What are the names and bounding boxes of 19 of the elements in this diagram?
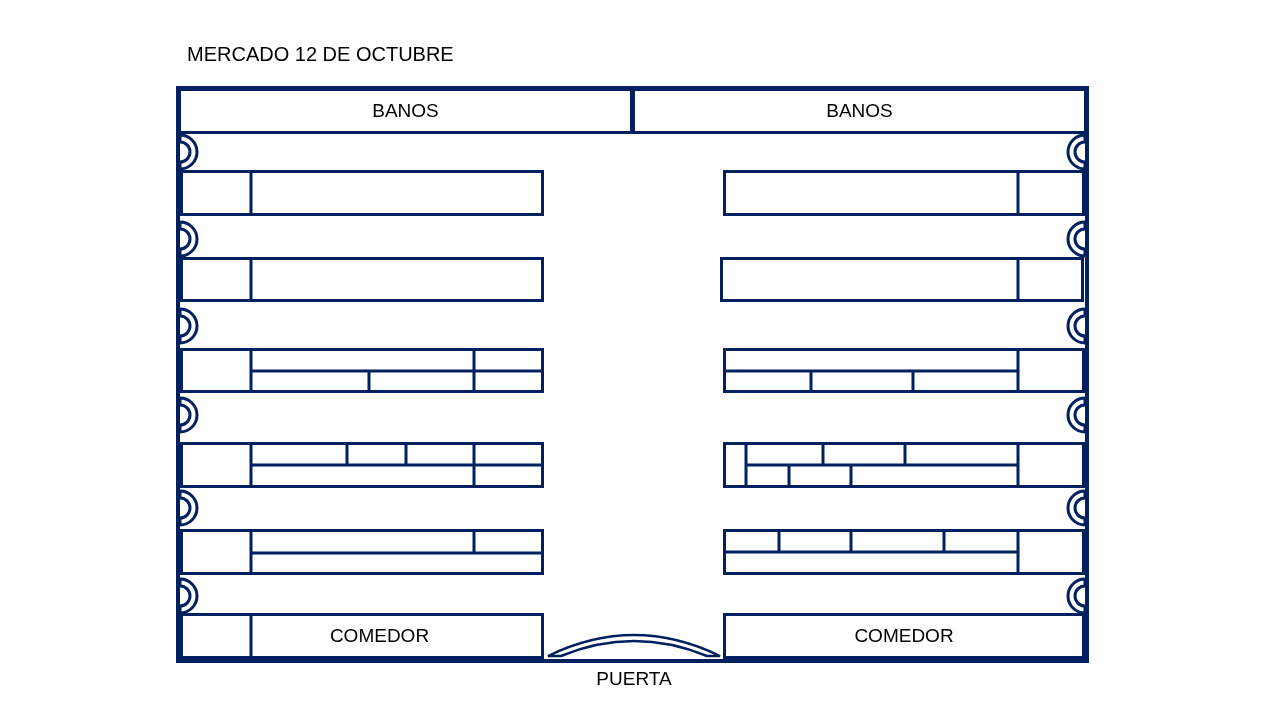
room-label: COMEDOR [328, 625, 431, 647]
room-box [180, 613, 544, 659]
title: MERCADO 12 DE OCTUBRE [187, 43, 454, 66]
market-stall-row [720, 257, 1084, 302]
room-box [632, 88, 1087, 134]
market-stall-row [180, 529, 544, 575]
market-stall-row [180, 348, 544, 393]
room-label: PUERTA [595, 668, 673, 690]
room-label: COMEDOR [853, 625, 955, 647]
room-box [178, 88, 633, 134]
room-label: BANOS [371, 100, 440, 122]
market-stall-row [180, 170, 544, 216]
market-stall-row [723, 348, 1085, 393]
market-stall-row [723, 170, 1085, 216]
market-stall-row [723, 442, 1085, 488]
market-stall-row [180, 257, 544, 302]
market-stall-row [180, 442, 544, 488]
market-stall-row [723, 529, 1085, 575]
room-label: BANOS [825, 100, 894, 122]
